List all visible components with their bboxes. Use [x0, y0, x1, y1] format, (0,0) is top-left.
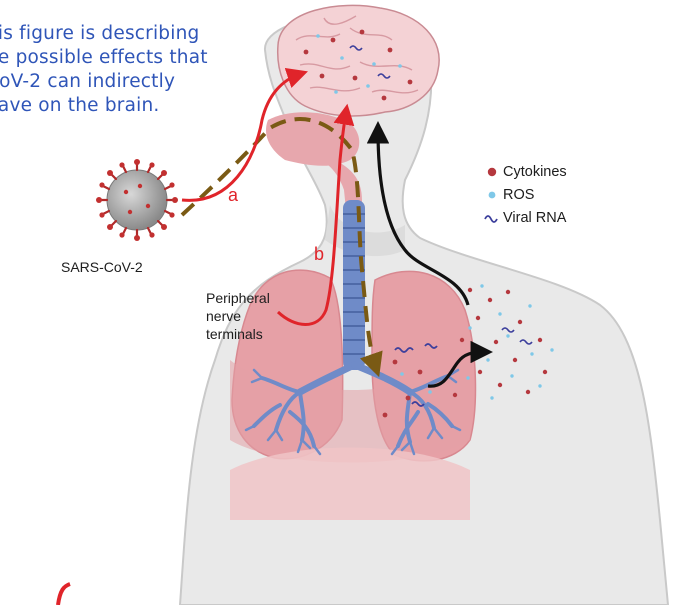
figure-caption: his figure is describing he possible eff… — [0, 22, 256, 118]
legend-item-viral-rna: Viral RNA — [481, 206, 567, 229]
peripheral-label-line-3: terminals — [206, 325, 270, 343]
legend-item-cytokines: Cytokines — [481, 160, 567, 183]
virus-label: SARS-CoV-2 — [61, 259, 143, 275]
legend-label: ROS — [503, 187, 534, 203]
pathway-b-label: b — [314, 244, 324, 265]
peripheral-label-line-2: nerve — [206, 307, 270, 325]
caption-line-1: his figure is describing — [0, 22, 256, 46]
peripheral-nerve-label: Peripheral nerve terminals — [206, 289, 270, 343]
pathway-a-label: a — [228, 185, 238, 206]
caption-line-2: he possible effects that — [0, 46, 256, 70]
brain — [278, 5, 439, 116]
dot-icon — [481, 190, 503, 200]
dot-icon — [481, 167, 503, 177]
legend-item-ros: ROS — [481, 183, 567, 206]
caption-line-3: CoV-2 can indirectly — [0, 70, 256, 94]
caption-line-4: have on the brain. — [0, 94, 256, 118]
squiggle-icon — [481, 213, 503, 223]
virus-icon — [96, 159, 178, 241]
legend-label: Viral RNA — [503, 210, 566, 226]
cropped-red-mark — [58, 584, 70, 605]
legend-label: Cytokines — [503, 164, 567, 180]
peripheral-label-line-1: Peripheral — [206, 289, 270, 307]
legend: Cytokines ROS Viral RNA — [481, 160, 567, 229]
